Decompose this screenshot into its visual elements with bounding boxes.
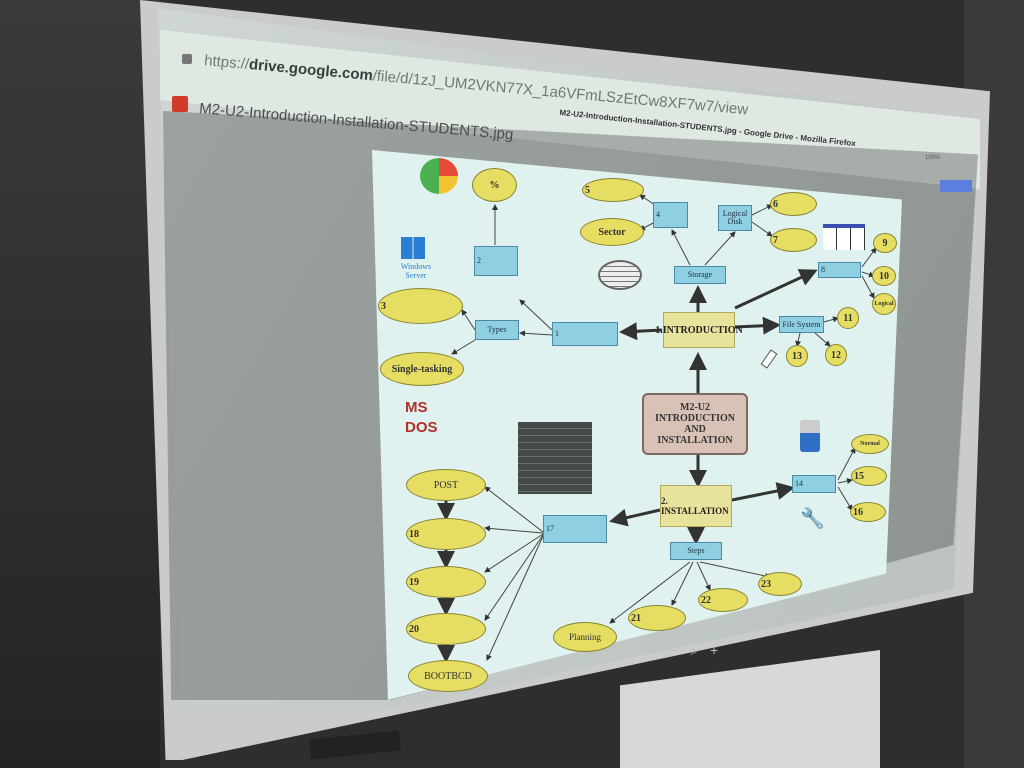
node-introduction: 1.INTRODUCTION	[655, 312, 743, 348]
zoom-out-button[interactable]: −	[670, 642, 679, 658]
oval-single-tasking: Single-tasking	[380, 352, 464, 386]
arrow	[751, 204, 773, 216]
oval-23: 23	[758, 572, 802, 596]
oval-planning: Planning	[553, 622, 617, 652]
arrow	[484, 534, 544, 621]
box-14: 14	[792, 475, 836, 493]
box-17: 17	[543, 515, 607, 543]
arrow	[451, 339, 476, 355]
arrow	[609, 561, 691, 624]
ms-dos-logo: MS DOS	[405, 399, 438, 436]
arrow	[814, 332, 831, 347]
arrow	[639, 194, 656, 206]
box-storage: Storage	[674, 266, 726, 284]
pie-chart-icon	[420, 158, 458, 194]
oval-22: 22	[698, 588, 748, 612]
arrow	[699, 561, 771, 579]
oval-normal: Normal	[851, 434, 889, 454]
arrow	[861, 247, 877, 268]
arrow	[734, 269, 818, 310]
arrow	[484, 525, 544, 534]
arrow	[486, 535, 544, 661]
oval-11: 11	[837, 307, 859, 329]
zoom-in-button[interactable]: +	[710, 642, 719, 658]
center-line-3: INSTALLATION	[657, 435, 733, 446]
oval-21: 21	[628, 605, 686, 631]
oval-10: 10	[872, 266, 896, 286]
box-2: 2	[474, 246, 518, 276]
arrow	[795, 332, 802, 347]
arrow	[519, 299, 553, 331]
oval-16: 16	[850, 502, 886, 522]
arrow	[484, 533, 544, 573]
oval-logical: Logical	[872, 293, 896, 315]
arrow	[837, 447, 856, 481]
oval-9: 9	[873, 233, 897, 253]
wall	[0, 0, 160, 768]
arrow	[751, 221, 773, 237]
oval-7: 7	[770, 228, 817, 252]
arrow	[671, 229, 691, 266]
arrow	[519, 330, 553, 337]
oval-18: 18	[406, 518, 486, 550]
arrow	[619, 322, 663, 341]
oval-19: 19	[406, 566, 486, 598]
windows-server-label: Windows Server	[400, 262, 432, 280]
oval-3: 3	[378, 288, 463, 324]
oval-20: 20	[406, 613, 486, 645]
center-node: M2-U2 INTRODUCTION AND INSTALLATION	[642, 393, 748, 455]
oval-bootbcd: BOOTBCD	[408, 660, 488, 692]
box-1: 1	[552, 322, 618, 346]
hard-disk-platters-icon	[598, 260, 642, 290]
zoom-level[interactable]: 100%	[925, 155, 941, 161]
arrow	[837, 486, 853, 511]
box-8: 8	[818, 262, 861, 278]
arrow	[484, 486, 544, 533]
arrow	[671, 561, 694, 606]
node-installation: 2. INSTALLATION	[660, 485, 732, 527]
oval-15: 15	[851, 466, 887, 486]
oval-6: 6	[770, 192, 817, 216]
zoom-controls: − ⌕ +	[670, 642, 718, 659]
zoom-search-icon[interactable]: ⌕	[690, 642, 699, 658]
oval-percent: %	[472, 168, 517, 202]
box-file-system: File System	[779, 316, 824, 333]
python-installer-icon	[800, 420, 820, 452]
partition-table-icon	[823, 224, 865, 250]
arrow	[837, 478, 853, 484]
windows-logo-icon	[401, 237, 425, 259]
terminal-screenshot	[518, 422, 592, 494]
open-with-button[interactable]	[940, 180, 972, 192]
box-types: Types	[475, 320, 519, 340]
center-line-2: INTRODUCTION AND	[654, 413, 735, 435]
arrow	[734, 316, 781, 335]
arrow	[696, 561, 711, 591]
lock-icon	[182, 54, 192, 64]
wrench-windows-icon: 🔧	[800, 506, 825, 530]
arrow	[704, 231, 736, 266]
box-logical-disk: Logical Disk	[718, 205, 752, 231]
oval-post: POST	[406, 469, 486, 501]
arrow	[461, 309, 476, 331]
oval-13: 13	[786, 345, 808, 367]
arrow	[861, 275, 875, 299]
image-file-icon	[172, 96, 188, 112]
center-line-1: M2-U2	[680, 402, 710, 413]
arrow	[823, 316, 839, 323]
oval-12: 12	[825, 344, 847, 366]
oval-5: 5	[582, 178, 644, 202]
oval-sector: Sector	[580, 218, 644, 246]
box-steps: Steps	[670, 542, 722, 560]
arrow	[731, 482, 795, 502]
arrow	[609, 508, 661, 527]
box-4: 4	[653, 202, 688, 228]
